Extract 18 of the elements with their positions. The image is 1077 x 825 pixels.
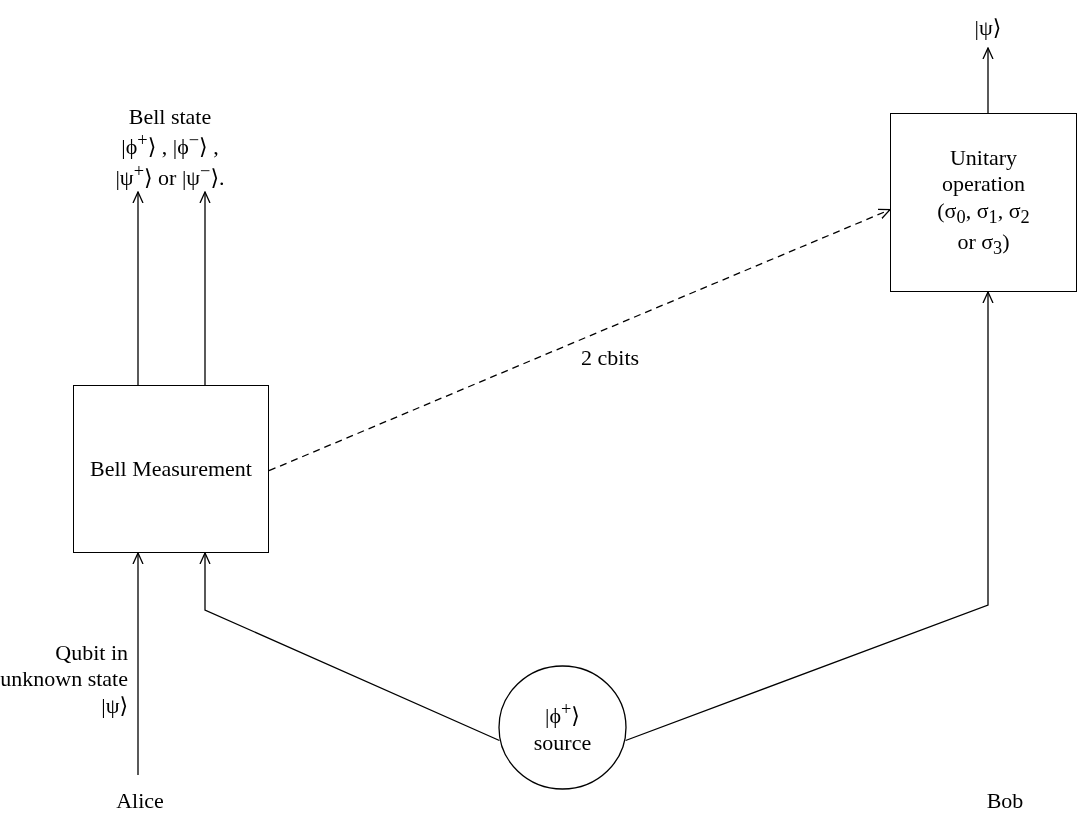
- arrow: [199, 552, 501, 742]
- node-text: |ϕ$^{+}$⟩ source: [532, 698, 593, 757]
- arrow: [132, 191, 144, 386]
- party-label: Bob: [985, 788, 1025, 815]
- arrow: [268, 208, 891, 472]
- party-label: Alice: [115, 788, 165, 815]
- node-text: Bell Measurement: [89, 455, 253, 483]
- arrow: [199, 191, 211, 386]
- process-box: [890, 113, 1077, 292]
- output-text: Bell state |ϕ$^{+}$⟩ , |ϕ$^{−}$⟩ , |ψ$^{+}$⟩ or |ψ$^{−}$⟩.: [70, 104, 270, 192]
- arrow: [982, 47, 994, 114]
- node-text: Unitary operation (σ$_{0}$, σ$_{1}$, σ$_{2}$ or σ$_{3}$): [936, 144, 1031, 261]
- input-label: Qubit in unknown state |ψ⟩: [0, 640, 128, 720]
- source-ellipse: [498, 665, 627, 790]
- arrow: [132, 552, 144, 776]
- output-text: |ψ⟩: [950, 8, 1026, 48]
- arrow: [624, 291, 994, 742]
- process-box: [73, 385, 269, 553]
